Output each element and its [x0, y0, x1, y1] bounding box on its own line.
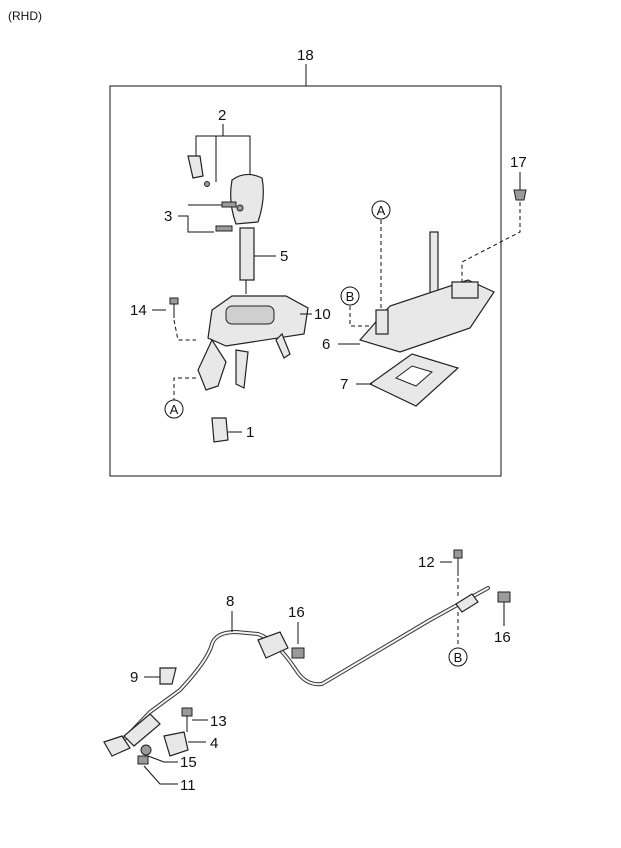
shift-cable-inner	[111, 587, 489, 753]
cable-boot	[123, 713, 161, 747]
nut-part	[513, 189, 527, 201]
plate-cutout	[394, 365, 434, 387]
base-block	[451, 281, 479, 299]
gate-plate	[225, 305, 275, 325]
clip-part	[187, 155, 204, 179]
assembly-frame	[109, 85, 502, 477]
callout-14: 14	[130, 302, 147, 319]
callout-9: 9	[130, 669, 138, 686]
leader-11	[143, 765, 178, 785]
cable-end-fitting	[455, 593, 479, 613]
bracket-4	[163, 731, 189, 757]
retainer-clip	[159, 667, 177, 685]
callout-11: 11	[180, 777, 196, 794]
ref-a-left: A	[170, 402, 179, 417]
bolt-head	[169, 297, 179, 305]
washer-15	[140, 744, 152, 756]
ref-b-upper: B	[346, 289, 355, 304]
ref-circle-b-upper	[340, 286, 360, 306]
nut-11	[137, 755, 149, 765]
callout-1: 1	[246, 424, 254, 441]
dash-14	[173, 319, 196, 341]
callout-7: 7	[340, 376, 348, 393]
clip-16-right	[497, 591, 511, 603]
leader-15	[147, 755, 178, 763]
clip-16-left	[291, 647, 305, 659]
shift-rod	[239, 227, 255, 281]
cable-end-left	[103, 735, 131, 757]
bolt-12-head	[453, 549, 463, 559]
callout-3: 3	[164, 208, 172, 225]
callout-15: 15	[180, 754, 197, 771]
callout-10: 10	[314, 306, 331, 323]
callout-8: 8	[226, 593, 234, 610]
callout-18: 18	[297, 47, 314, 64]
callout-5: 5	[280, 248, 288, 265]
dash-b-upper	[349, 306, 372, 327]
shift-knob	[230, 173, 264, 225]
dash-a-left	[173, 377, 196, 400]
ref-a-right: A	[377, 203, 386, 218]
cover-leg-3	[235, 349, 249, 389]
knob-button	[236, 204, 244, 212]
ref-circle-a-left	[164, 399, 184, 419]
leader-3-low	[178, 215, 214, 233]
callout-17: 17	[510, 154, 527, 171]
ref-b-lower: B	[454, 650, 463, 665]
callout-12: 12	[418, 554, 435, 571]
cover-leg-2	[275, 332, 291, 359]
bolt-13-head	[181, 707, 193, 717]
callout-2: 2	[218, 107, 226, 124]
callout-13: 13	[210, 713, 227, 730]
callout-16-left: 16	[288, 604, 305, 621]
callout-4: 4	[210, 735, 218, 752]
callout-16-right: 16	[494, 629, 511, 646]
dash-17	[461, 202, 521, 282]
leader-2	[195, 135, 251, 178]
ref-circle-b-lower	[448, 647, 468, 667]
variant-label: (RHD)	[8, 9, 42, 23]
pin-part	[204, 181, 210, 187]
cover-leg	[197, 338, 227, 391]
cable-bracket	[257, 631, 289, 659]
screw-part	[221, 201, 237, 208]
callout-6: 6	[322, 336, 330, 353]
ref-circle-a-right	[371, 200, 391, 220]
screw-part-2	[215, 225, 233, 232]
button-part	[211, 417, 229, 443]
base-post	[375, 309, 389, 335]
